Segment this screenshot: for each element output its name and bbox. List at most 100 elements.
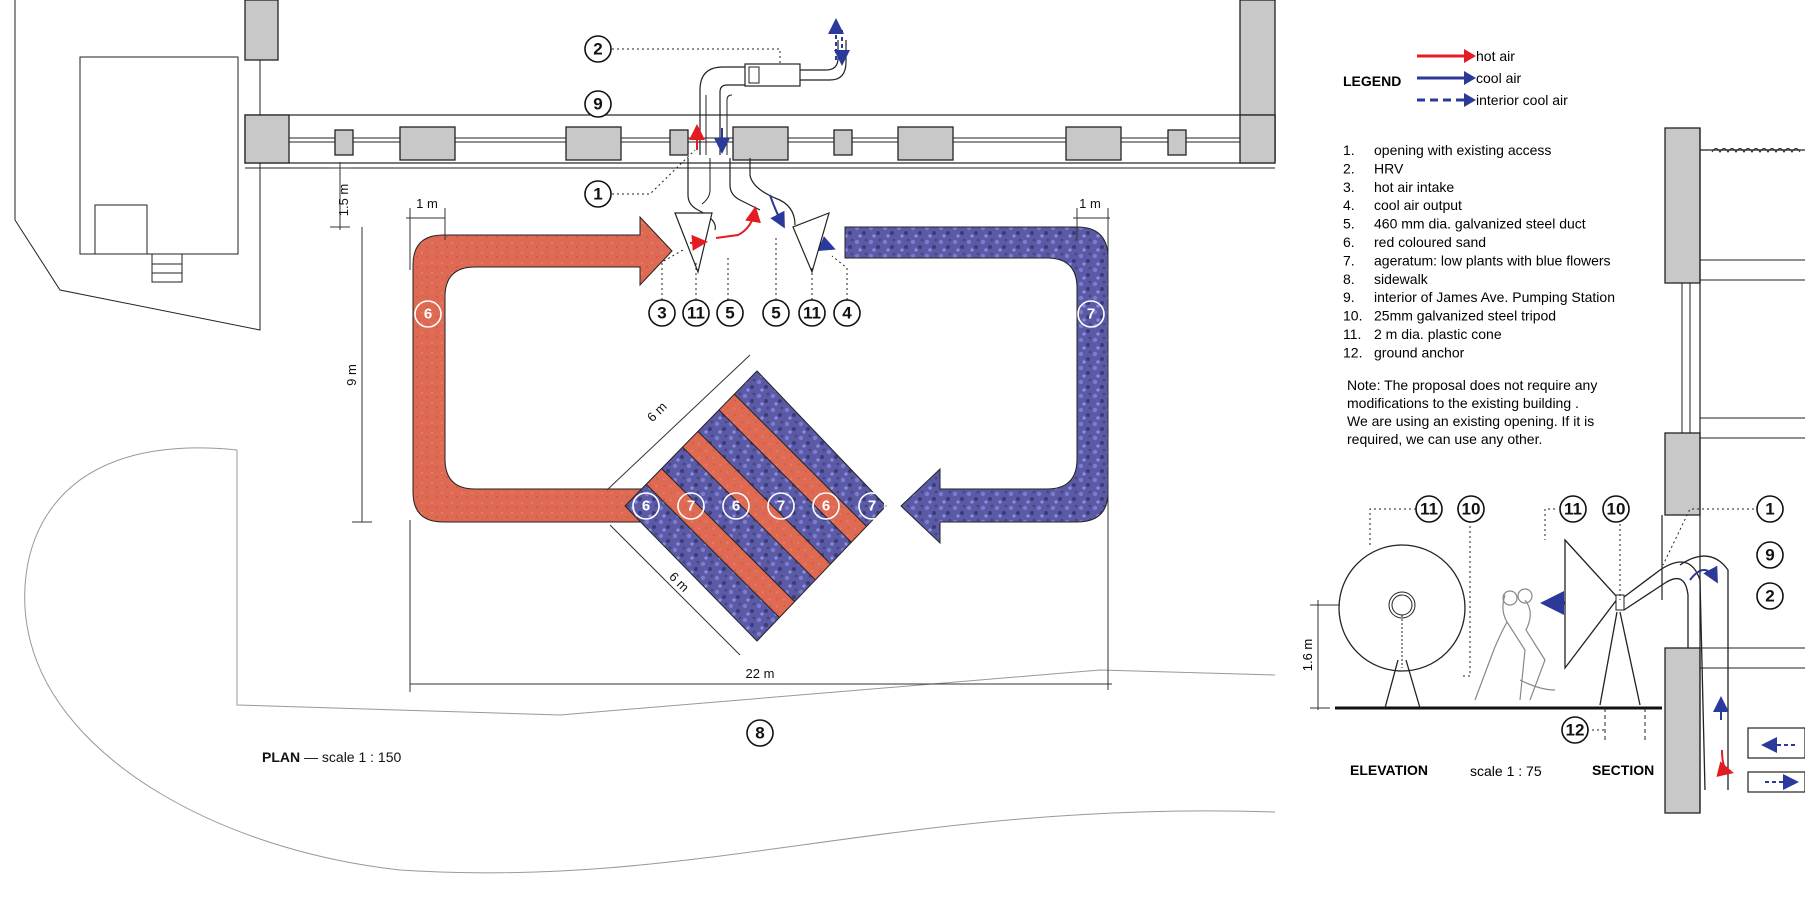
svg-text:3: 3	[657, 304, 666, 323]
key-number: 1.	[1343, 142, 1355, 158]
svg-text:7: 7	[868, 498, 876, 515]
key-text: ground anchor	[1374, 344, 1465, 360]
section-label: SECTION	[1592, 762, 1654, 778]
legend-arrowhead-1	[1464, 71, 1476, 85]
key-text: 460 mm dia. galvanized steel duct	[1374, 216, 1586, 232]
legend-hot-air: hot air	[1476, 48, 1515, 64]
key-number: 9.	[1343, 289, 1355, 305]
elevation-drawing: 1.6 m ELEVATION scale 1 : 75	[1300, 508, 1662, 779]
callout-5-a: 5	[716, 299, 744, 327]
legend-cool-air: cool air	[1476, 70, 1521, 86]
key-number: 10.	[1343, 308, 1362, 324]
legend-interior-cool-air: interior cool air	[1476, 92, 1568, 108]
key-number: 4.	[1343, 197, 1355, 213]
key-number: 3.	[1343, 179, 1355, 195]
svg-text:7: 7	[777, 498, 785, 515]
sidewalk-curve	[24, 447, 1276, 874]
key-number: 2.	[1343, 160, 1355, 176]
callout-7-right: 7	[1077, 300, 1105, 328]
key-text: sidewalk	[1374, 271, 1429, 287]
callout-7-stripe-a: 7	[677, 492, 705, 520]
svg-text:5: 5	[725, 304, 734, 323]
svg-text:12: 12	[1566, 721, 1585, 740]
key-text: red coloured sand	[1374, 234, 1486, 250]
callout-2: 2	[584, 35, 612, 63]
key-number: 8.	[1343, 271, 1355, 287]
callout-7-stripe-b: 7	[767, 492, 795, 520]
dim-diag-top: 6 m	[644, 399, 670, 425]
note-line-1: Note: The proposal does not require any	[1347, 377, 1597, 393]
sect-callout-11: 11	[1559, 495, 1587, 523]
callout-8: 8	[746, 719, 774, 747]
duct-assembly	[674, 18, 850, 275]
svg-text:11: 11	[1564, 500, 1582, 519]
key-number: 5.	[1343, 216, 1355, 232]
svg-text:10: 10	[1607, 500, 1626, 519]
key-text: 25mm galvanized steel tripod	[1374, 308, 1556, 324]
red-sand-band	[412, 215, 673, 523]
callout-5-b: 5	[762, 299, 790, 327]
key-text: interior of James Ave. Pumping Station	[1374, 289, 1615, 305]
svg-text:1: 1	[1765, 500, 1774, 519]
callout-6-stripe-a: 6	[632, 492, 660, 520]
dim-width-right: 1 m	[1079, 196, 1101, 211]
svg-text:8: 8	[755, 724, 764, 743]
svg-text:2: 2	[1765, 587, 1774, 606]
key-number: 12.	[1343, 344, 1362, 360]
adjacent-building	[79, 56, 239, 255]
ageratum-band	[844, 226, 1109, 545]
sidewalk-edge	[236, 450, 1276, 716]
cone-section	[1564, 538, 1619, 670]
sect-callout-10: 10	[1602, 495, 1630, 523]
key-number: 11.	[1343, 326, 1361, 342]
cone-output	[792, 212, 830, 274]
key-text: opening with existing access	[1374, 142, 1551, 158]
callout-11-a: 11	[682, 299, 710, 327]
sect-callout-1: 1	[1756, 495, 1784, 523]
key-text: ageratum: low plants with blue flowers	[1374, 252, 1611, 268]
pumping-station-wall	[244, 0, 1276, 169]
key-text: HRV	[1374, 160, 1404, 176]
svg-text:1: 1	[593, 185, 602, 204]
note-line-4: required, we can use any other.	[1347, 431, 1542, 447]
legend: LEGEND hot air cool air interior cool ai…	[1343, 48, 1568, 108]
key-text: cool air output	[1374, 197, 1462, 213]
elevation-label: ELEVATION	[1350, 762, 1428, 778]
site-context	[14, 0, 1276, 874]
dim-setback: 1.5 m	[336, 184, 351, 217]
legend-title: LEGEND	[1343, 73, 1401, 89]
dim-height: 9 m	[344, 364, 359, 386]
svg-text:9: 9	[593, 95, 602, 114]
sect-callout-9: 9	[1756, 541, 1784, 569]
legend-arrowhead-2	[1464, 93, 1476, 107]
sect-callout-12: 12	[1561, 716, 1589, 744]
callout-6-stripe-b: 6	[722, 492, 750, 520]
dim-diag-bottom: 6 m	[666, 569, 692, 595]
callout-7-stripe-c: 7	[858, 492, 886, 520]
svg-text:2: 2	[593, 40, 602, 59]
callout-4: 4	[833, 299, 861, 327]
svg-text:9: 9	[1765, 546, 1774, 565]
key-text: 2 m dia. plastic cone	[1374, 326, 1502, 342]
legend-arrowhead-0	[1464, 49, 1476, 63]
callout-1: 1	[584, 180, 612, 208]
callout-3: 3	[648, 299, 676, 327]
callout-6-left: 6	[414, 300, 442, 328]
dim-total: 22 m	[746, 666, 775, 681]
dim-width-left: 1 m	[416, 196, 438, 211]
callout-6-stripe-c: 6	[812, 492, 840, 520]
callout-11-b: 11	[798, 299, 826, 327]
svg-text:7: 7	[687, 498, 695, 515]
svg-text:6: 6	[642, 498, 650, 515]
note-line-3: We are using an existing opening. If it …	[1347, 413, 1594, 429]
note: Note: The proposal does not require any …	[1347, 377, 1597, 447]
svg-text:11: 11	[687, 304, 705, 323]
key-number: 7.	[1343, 252, 1355, 268]
plan-caption: PLAN — scale 1 : 150	[262, 749, 402, 765]
key-number: 6.	[1343, 234, 1355, 250]
svg-text:5: 5	[771, 304, 780, 323]
callout-9: 9	[584, 90, 612, 118]
plan-leaders	[612, 48, 848, 300]
